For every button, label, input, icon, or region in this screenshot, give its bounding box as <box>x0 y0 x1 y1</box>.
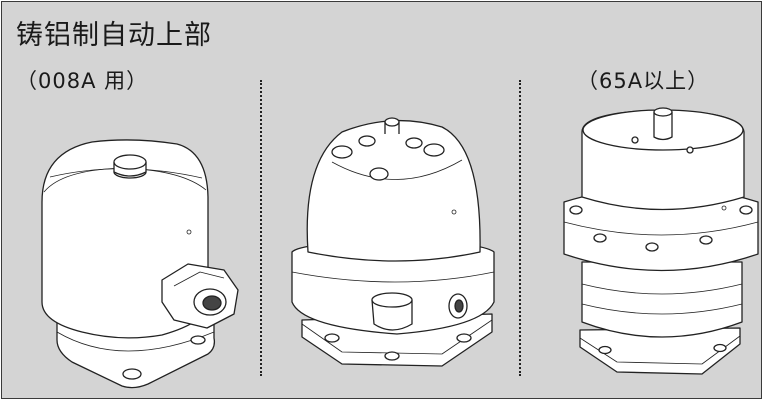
caption-right: （65A以上） <box>577 69 710 93</box>
actuator-small-illustration <box>41 139 239 389</box>
dotted-divider-left <box>260 80 262 376</box>
figure-title: 铸铝制自动上部 <box>16 20 212 51</box>
dotted-divider-right <box>519 80 521 376</box>
caption-left: （008A 用） <box>16 69 149 93</box>
actuator-large-illustration <box>563 107 759 375</box>
actuator-dome-illustration <box>291 117 495 367</box>
